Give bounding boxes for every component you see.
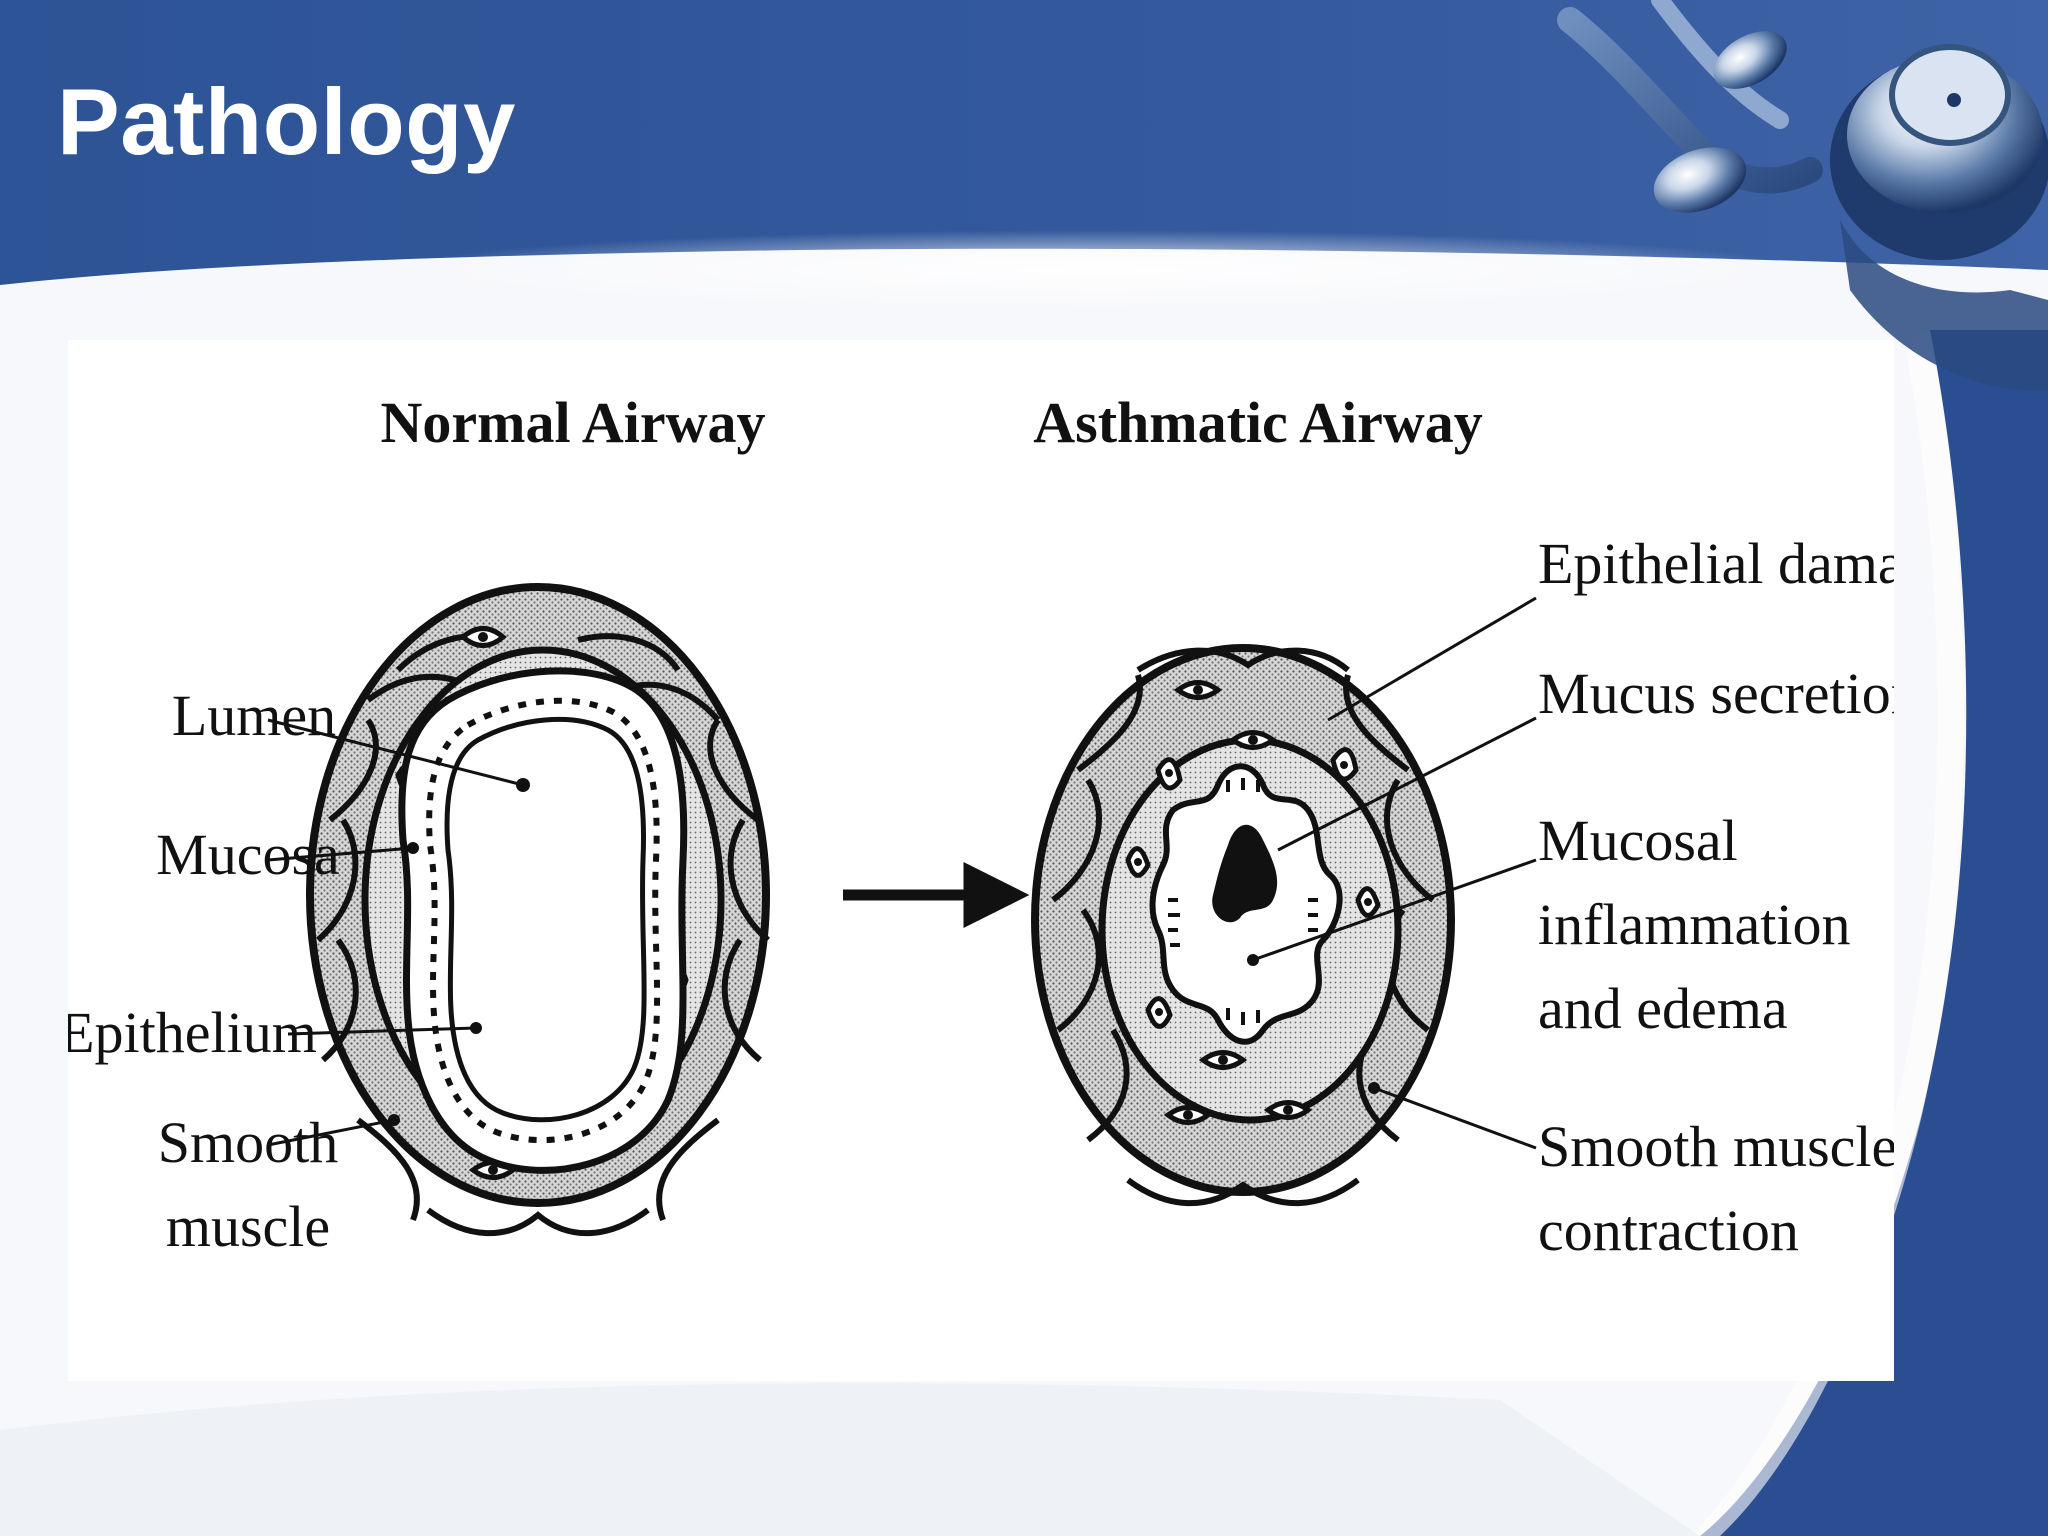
label-smooth-muscle-contraction-line1: Smooth muscle: [1538, 1114, 1894, 1179]
leader-epithelial-damage: [1327, 596, 1537, 722]
label-mucosal-line1: Mucosal: [1538, 808, 1738, 873]
leader-smooth-muscle: [267, 1118, 395, 1147]
airway-figure-panel: Normal Airway Asthmatic Airway: [68, 340, 1894, 1381]
label-mucus-secretion: Mucus secretion: [1538, 661, 1894, 726]
leader-smooth-muscle-contraction: [1373, 1086, 1537, 1150]
asthmatic-airway-cross-section: [1031, 644, 1455, 1207]
label-lumen: Lumen: [172, 683, 336, 748]
label-smooth-muscle-contraction-line2: contraction: [1538, 1198, 1799, 1263]
asthmatic-airway-heading: Asthmatic Airway: [1033, 390, 1482, 455]
normal-lumen: [444, 716, 647, 1123]
slide-title: Pathology: [57, 69, 516, 174]
stethoscope-icon: [1557, 0, 2048, 391]
label-smooth-muscle-line2: muscle: [166, 1194, 330, 1259]
asthmatic-mucus-plug: [1212, 824, 1278, 923]
label-mucosal-line2: inflammation: [1538, 892, 1851, 957]
leader-mucosal-inflammation: [1252, 858, 1537, 962]
label-epithelial-damage: Epithelial damage: [1538, 531, 1894, 596]
normal-airway-cross-section: [306, 583, 770, 1237]
airway-diagram: Normal Airway Asthmatic Airway: [68, 390, 1894, 1263]
label-epithelium: Epithelium: [68, 1000, 317, 1065]
label-mucosal-line3: and edema: [1538, 976, 1788, 1041]
label-mucosa: Mucosa: [156, 822, 340, 887]
leader-mucus-secretion: [1277, 716, 1537, 852]
leader-mucosa: [267, 846, 414, 862]
leader-lumen: [267, 718, 524, 787]
leader-epithelium: [287, 1026, 477, 1036]
label-smooth-muscle-line1: Smooth: [158, 1110, 339, 1175]
normal-airway-heading: Normal Airway: [381, 390, 766, 455]
